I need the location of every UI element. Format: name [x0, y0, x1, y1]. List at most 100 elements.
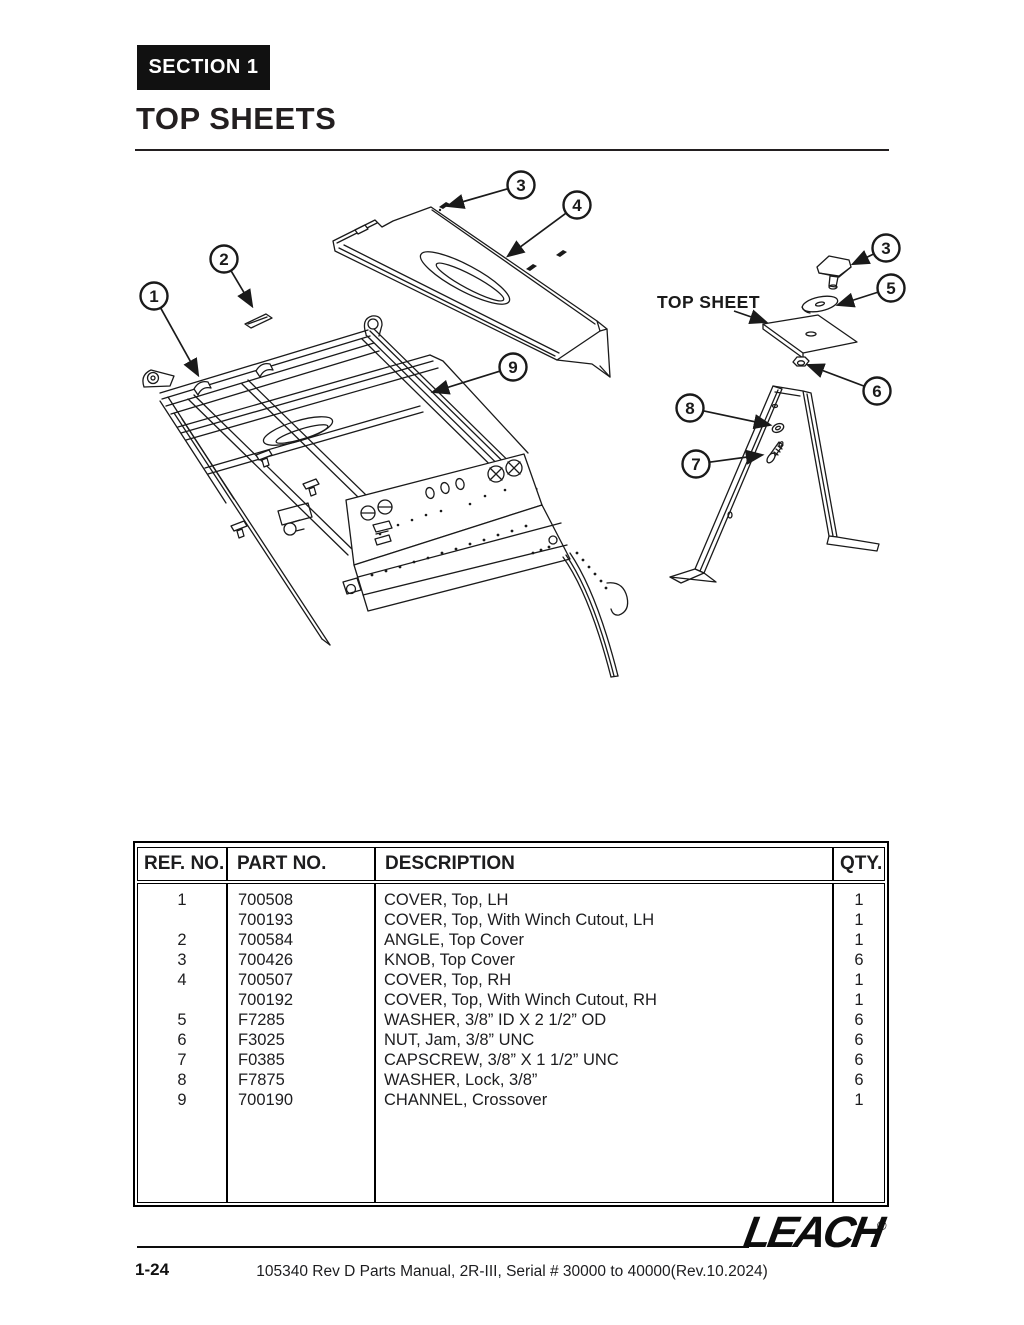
ref-value: 3 — [177, 951, 187, 969]
callout-arrow — [505, 212, 567, 258]
callout-arrow — [805, 363, 865, 388]
part-value: F0385 — [238, 1051, 285, 1069]
callout-3: 3 — [445, 170, 536, 209]
section-badge: SECTION 1 — [137, 45, 270, 90]
header-qty: QTY. — [833, 847, 885, 881]
callout-arrow — [703, 409, 773, 430]
callout-circle — [862, 376, 892, 406]
qty-value: 6 — [854, 1071, 864, 1089]
footer-rule — [137, 1246, 749, 1248]
qty-value: 1 — [854, 991, 864, 1009]
registered-trademark-symbol: ® — [877, 1218, 887, 1233]
ref-value: 8 — [177, 1071, 187, 1089]
desc-value: COVER, Top, With Winch Cutout, RH — [384, 991, 657, 1009]
header-description: DESCRIPTION — [375, 847, 833, 881]
callout-arrow — [445, 187, 509, 209]
ref-value: 5 — [177, 1011, 187, 1029]
callout-arrow — [709, 449, 765, 465]
part-value: F3025 — [238, 1031, 285, 1049]
page-number: 1-24 — [135, 1260, 170, 1279]
top-cover-part — [332, 206, 611, 378]
callout-arrow — [159, 307, 200, 378]
callout-1: 1 — [139, 281, 200, 378]
qty-value: 1 — [854, 971, 864, 989]
angle-part — [244, 313, 273, 329]
lock-washer-part — [771, 422, 785, 434]
qty-value: 1 — [854, 891, 864, 909]
knob-part — [816, 255, 852, 290]
callout-arrow — [850, 250, 875, 266]
crossover-channel-part — [669, 385, 880, 584]
part-value: 700508 — [238, 891, 294, 909]
ref-value: 7 — [177, 1051, 187, 1069]
desc-value: COVER, Top, RH — [384, 971, 512, 989]
qty-value: 6 — [854, 1031, 864, 1049]
qty-value: 6 — [854, 951, 864, 969]
top-sheet-label: TOP SHEET — [657, 292, 760, 312]
desc-value: WASHER, Lock, 3/8” — [384, 1071, 538, 1089]
desc-value: CAPSCREW, 3/8” X 1 1/2” UNC — [384, 1051, 619, 1069]
callout-circle — [871, 233, 901, 263]
callout-circle — [876, 273, 906, 303]
header-part-no: PART NO. — [227, 847, 375, 881]
part-value: F7285 — [238, 1011, 285, 1029]
callout-arrow — [835, 291, 879, 308]
callout-8: 8 — [675, 393, 773, 430]
desc-value: CHANNEL, Crossover — [384, 1091, 548, 1109]
part-value: 700190 — [238, 1091, 294, 1109]
qty-value: 1 — [854, 911, 864, 929]
callout-number: 4 — [572, 196, 582, 215]
top-sheet-plate — [762, 314, 858, 359]
part-value: 700584 — [238, 931, 294, 949]
callout-number: 6 — [872, 382, 881, 401]
part-value: 700507 — [238, 971, 294, 989]
section-label: SECTION 1 — [148, 56, 259, 78]
washer-part — [801, 295, 839, 314]
qty-value: 6 — [854, 1051, 864, 1069]
qty-value: 1 — [854, 1091, 864, 1109]
part-value: F7875 — [238, 1071, 285, 1089]
part-value: 700193 — [238, 911, 294, 929]
desc-value: WASHER, 3/8” ID X 2 1/2” OD — [384, 1011, 607, 1029]
page-title: TOP SHEETS — [136, 101, 337, 136]
callout-number: 8 — [685, 399, 694, 418]
desc-value: KNOB, Top Cover — [384, 951, 515, 969]
desc-value: ANGLE, Top Cover — [384, 931, 525, 949]
callout-5: 5 — [835, 273, 906, 308]
callout-arrow — [230, 270, 254, 309]
callout-7: 7 — [681, 449, 765, 479]
callout-circle — [506, 170, 536, 200]
header-ref-no: REF. NO. — [137, 847, 227, 881]
callout-6: 6 — [805, 363, 892, 406]
callout-circle — [562, 190, 592, 220]
ref-value: 6 — [177, 1031, 187, 1049]
qty-value: 6 — [854, 1011, 864, 1029]
callout-4: 4 — [505, 190, 592, 258]
callout-arrow — [430, 370, 501, 395]
qty-value: 1 — [854, 931, 864, 949]
frame-assembly — [142, 315, 629, 678]
callout-circle — [498, 352, 528, 382]
callout-3: 3 — [850, 233, 901, 266]
part-value: 700192 — [238, 991, 294, 1009]
callout-number: 1 — [149, 287, 158, 306]
part-value: 700426 — [238, 951, 294, 969]
ref-value: 4 — [177, 971, 187, 989]
callout-number: 9 — [508, 358, 517, 377]
callout-circle — [675, 393, 705, 423]
table-header-row: REF. NO. PART NO. DESCRIPTION QTY. — [137, 847, 885, 881]
desc-value: NUT, Jam, 3/8” UNC — [384, 1031, 535, 1049]
brand-logo: LEACH — [740, 1208, 886, 1257]
ref-value — [138, 990, 226, 1010]
ref-value — [138, 910, 226, 930]
ref-value: 9 — [177, 1091, 187, 1109]
